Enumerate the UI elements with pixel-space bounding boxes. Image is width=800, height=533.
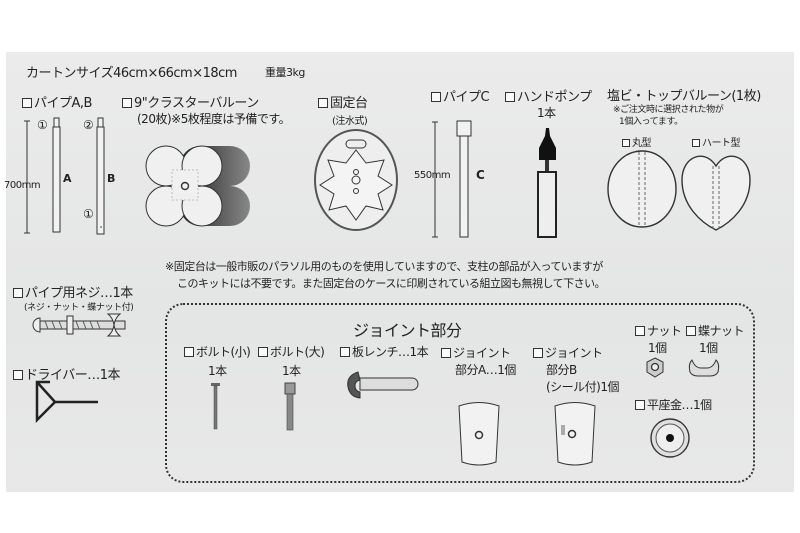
checkbox[interactable] [686,326,696,336]
checkbox[interactable] [318,98,328,108]
hand-pump-label: ハンドポンプ [517,90,592,105]
driver-label: ドライバー…1本 [25,368,121,383]
wing-nut-qty: 1個 [699,341,718,355]
hand-pump-qty: 1本 [537,106,556,120]
base-item: 固定台 [318,92,368,111]
notice-line-2: このキットには不要です。また固定台のケースに印刷されている組立図も無視して下さい… [177,277,606,290]
checkbox[interactable] [505,92,515,102]
letter-a: A [63,172,72,185]
notice-line-1: ※固定台は一般市販のパラソル用のものを使用していますので、支柱の部品が入っていま… [165,260,603,273]
joint-b-item: ジョイント [533,344,603,361]
washer-item: 平座金…1個 [635,396,712,413]
checkbox[interactable] [635,400,645,410]
hand-pump-item: ハンドポンプ [505,86,592,105]
joint-a-item: ジョイント [441,344,511,361]
pipe-screw-item: パイプ用ネジ…1本 [13,282,133,301]
dimension-700mm: 700mm [4,180,41,191]
pipe-c-item: パイプC [431,86,490,105]
top-balloon-note-2: 1個入ってます。 [619,117,683,127]
marker-1b: ① [83,207,94,221]
weight: 重量3kg [265,66,305,79]
marker-2: ② [83,118,94,132]
pipe-c-label: パイプC [443,90,490,105]
base-label: 固定台 [330,96,368,111]
nut-label: ナット [647,324,682,338]
checkbox[interactable] [692,139,700,147]
bolt-large-label: ボルト(大) [270,345,325,359]
joint-b-label: ジョイント [545,346,603,360]
checkbox[interactable] [13,288,23,298]
checkbox[interactable] [622,139,630,147]
base-sub: (注水式) [332,116,368,127]
checkbox[interactable] [22,98,32,108]
joint-b-label-2: 部分B [546,363,577,377]
checkbox[interactable] [533,348,543,358]
heart-option-label: ハート型 [702,138,741,149]
checkbox[interactable] [13,370,23,380]
bolt-large-item: ボルト(大) [258,343,325,360]
pipe-screw-label: パイプ用ネジ…1本 [25,286,133,301]
joint-a-label-2: 部分A…1個 [455,363,516,377]
pipe-screw-sub: (ネジ・ナット・蝶ナット付) [24,303,134,313]
checkbox[interactable] [258,347,268,357]
checkbox[interactable] [441,348,451,358]
heart-option: ハート型 [692,134,741,149]
washer-label: 平座金…1個 [647,398,712,412]
joint-a-label: ジョイント [453,346,511,360]
top-balloon-label: 塩ビ・トップバルーン(1枚) [607,89,761,104]
wing-nut-label: 蝶ナット [698,324,745,338]
round-option: 丸型 [622,134,652,149]
marker-1: ① [37,118,48,132]
letter-b: B [107,172,115,185]
checkbox[interactable] [184,347,194,357]
cluster-balloon-note: (20枚)※5枚程度は予備です。 [137,112,291,126]
wing-nut-item: 蝶ナット [686,322,745,339]
carton-size: カートンサイズ46cm×66cm×18cm [26,66,237,81]
checkbox[interactable] [122,98,132,108]
joint-section-title: ジョイント部分 [353,321,462,340]
nut-qty: 1個 [648,341,667,355]
top-balloon-note-1: ※ご注文時に選択された物が [613,105,724,115]
dimension-550mm: 550mm [414,170,451,181]
cluster-balloon-item: 9"クラスターバルーン [122,92,259,111]
checkbox[interactable] [340,347,350,357]
joint-section-box [165,303,755,483]
parts-list-panel [6,52,794,492]
wrench-label: 板レンチ…1本 [352,345,429,359]
joint-b-label-3: (シール付)1個 [546,380,620,394]
bolt-small-item: ボルト(小) [184,343,251,360]
round-option-label: 丸型 [632,138,652,149]
driver-item: ドライバー…1本 [13,364,121,383]
wrench-item: 板レンチ…1本 [340,343,429,360]
pipe-ab-label: パイプA,B [34,96,92,111]
bolt-large-qty: 1本 [282,364,301,378]
bolt-small-label: ボルト(小) [196,345,251,359]
pipe-ab-item: パイプA,B [22,92,92,111]
nut-item: ナット [635,322,682,339]
cluster-balloon-label: 9"クラスターバルーン [134,96,259,111]
checkbox[interactable] [635,326,645,336]
checkbox[interactable] [431,92,441,102]
letter-c: C [476,168,485,182]
bolt-small-qty: 1本 [208,364,227,378]
